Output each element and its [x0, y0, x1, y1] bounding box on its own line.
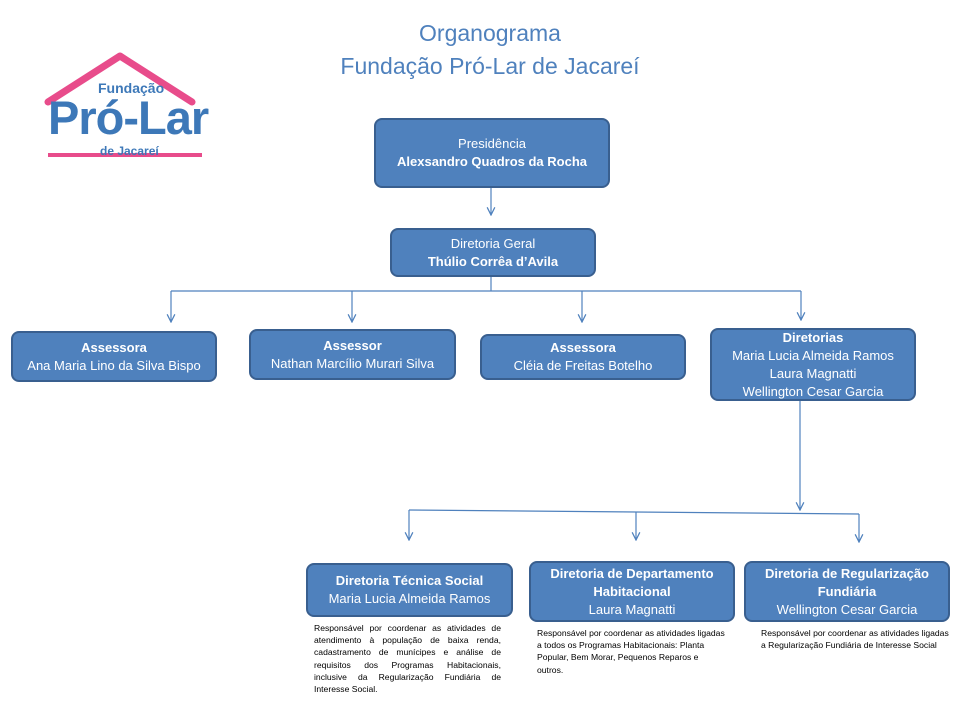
assessor-box: Assessor Nathan Marcílio Murari Silva [249, 329, 456, 380]
regularizacao-fundiaria-note: Responsável por coordenar as atividades … [761, 628, 949, 651]
departamento-habitacional-note: Responsável por coordenar as atividades … [537, 628, 725, 675]
assessor-role: Assessor [323, 337, 382, 353]
pro-lar-logo: Fundação Pró-Lar de Jacareí [40, 50, 220, 165]
regularizacao-fundiaria-role-1: Diretoria de Regularização [765, 565, 929, 581]
tecnica-social-name: Maria Lucia Almeida Ramos [328, 591, 491, 606]
assessora1-name: Ana Maria Lino da Silva Bispo [27, 357, 201, 373]
departamento-habitacional-role-1: Diretoria de Departamento [550, 565, 714, 581]
assessora2-name: Cléia de Freitas Botelho [513, 358, 653, 373]
diretoria-geral-box: Diretoria Geral Thúlio Corrêa d’Avila [390, 228, 596, 277]
presidencia-name: Alexsandro Quadros da Rocha [397, 154, 587, 169]
chart-title-line2: Fundação Pró-Lar de Jacareí [340, 53, 640, 79]
diretoria-geral-name: Thúlio Corrêa d’Avila [427, 253, 559, 269]
diretorias-name-2: Laura Magnatti [769, 365, 857, 381]
diretorias-name-3: Wellington Cesar Garcia [742, 383, 884, 399]
departamento-habitacional-role-2: Habitacional [593, 583, 671, 599]
tecnica-social-role: Diretoria Técnica Social [335, 573, 484, 588]
diretorias-role: Diretorias [782, 329, 844, 345]
assessora1-role: Assessora [81, 339, 147, 355]
chart-title-line1: Organograma [419, 20, 561, 46]
diretoria-geral-role: Diretoria Geral [450, 235, 536, 251]
presidencia-role: Presidência [458, 136, 526, 151]
presidencia-box: Presidência Alexsandro Quadros da Rocha [374, 118, 610, 188]
regularizacao-fundiaria-name: Wellington Cesar Garcia [776, 601, 918, 617]
regularizacao-fundiaria-role-2: Fundiária [817, 583, 877, 599]
departamento-habitacional-name: Laura Magnatti [588, 601, 676, 617]
departamento-habitacional-box: Diretoria de Departamento Habitacional L… [529, 561, 735, 622]
logo-top-text: Fundação [98, 80, 165, 96]
tecnica-social-note: Responsável por coordenar as atividades … [314, 623, 501, 695]
assessora2-box: Assessora Cléia de Freitas Botelho [480, 334, 686, 380]
diretorias-box: Diretorias Maria Lucia Almeida Ramos Lau… [710, 328, 916, 401]
connector-level3-bus [408, 509, 860, 515]
diretorias-name-1: Maria Lucia Almeida Ramos [732, 347, 894, 363]
assessora1-box: Assessora Ana Maria Lino da Silva Bispo [11, 331, 217, 382]
tecnica-social-box: Diretoria Técnica Social Maria Lucia Alm… [306, 563, 513, 617]
logo-main-text: Pró-Lar [48, 91, 209, 144]
logo-sub-text: de Jacareí [100, 144, 159, 158]
assessor-name: Nathan Marcílio Murari Silva [270, 355, 435, 371]
house-roof-icon [44, 52, 202, 157]
assessora2-role: Assessora [550, 340, 616, 355]
regularizacao-fundiaria-box: Diretoria de Regularização Fundiária Wel… [744, 561, 950, 622]
